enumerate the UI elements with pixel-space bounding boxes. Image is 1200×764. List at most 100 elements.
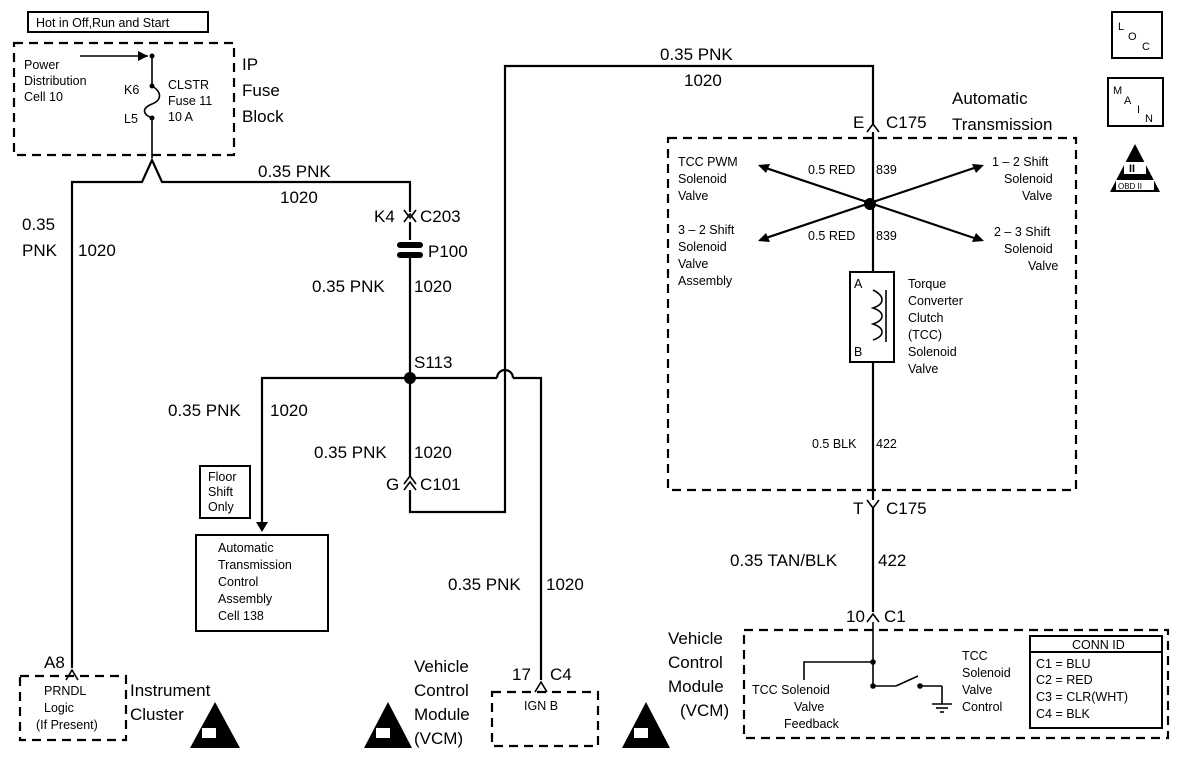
- arrow-icon: [972, 164, 984, 173]
- wire-label-branch-pnk: 0.35 PNK: [168, 401, 241, 420]
- tcc-pwm-3: Valve: [678, 189, 708, 203]
- atca-3: Control: [218, 575, 258, 589]
- wire-label-c175-1020: 1020: [684, 71, 722, 90]
- fb-1: TCC Solenoid: [752, 683, 830, 697]
- l5-label: L5: [124, 112, 138, 126]
- blk-num: 422: [876, 437, 897, 451]
- wire-label-c4-pnk: 0.35 PNK: [448, 575, 521, 594]
- vcm-right-title-3: Module: [668, 677, 724, 696]
- cluster-title-1: Instrument: [130, 681, 211, 700]
- s12-3: Valve: [1022, 189, 1052, 203]
- wire-label-c101-pnk: 0.35 PNK: [314, 443, 387, 462]
- wire-label-p100-pnk: 0.35 PNK: [312, 277, 385, 296]
- tcc-3: Clutch: [908, 311, 943, 325]
- s32-2: Solenoid: [678, 240, 727, 254]
- fuse-block-title-1: IP: [242, 55, 258, 74]
- wire-label-top-pnk: 0.35 PNK: [258, 162, 331, 181]
- trans-title-2: Transmission: [952, 115, 1052, 134]
- c4-pin: 17: [512, 665, 531, 684]
- fuse-block-title-3: Block: [242, 107, 284, 126]
- pdc-label-3: Cell 10: [24, 90, 63, 104]
- s23-2: Solenoid: [1004, 242, 1053, 256]
- c101-connector-icon: [403, 474, 417, 491]
- atca-box: [195, 534, 329, 632]
- wire-label-c101-1020: 1020: [414, 443, 452, 462]
- conn-id-table: CONN ID C1 = BLU C2 = RED C3 = CLR(WHT) …: [1029, 635, 1163, 729]
- floor-shift-2: Shift: [208, 485, 234, 499]
- arrow-icon: [758, 233, 770, 242]
- s32-4: Assembly: [678, 274, 733, 288]
- vcm-mid-outline: [490, 690, 600, 748]
- svg-text:N: N: [1145, 113, 1153, 125]
- wire-branch-left: [260, 376, 410, 528]
- c175-bot-connector-icon: [866, 499, 880, 510]
- c4-connector-icon: [534, 680, 548, 693]
- svg-text:L: L: [1118, 21, 1124, 33]
- c175-top-label: C175: [886, 113, 927, 132]
- floor-shift-box: [199, 465, 251, 519]
- fuse-label-3: 10 A: [168, 110, 194, 124]
- c4-label: C4: [550, 665, 572, 684]
- s23-3: Valve: [1028, 259, 1058, 273]
- ctl-2: Solenoid: [962, 666, 1011, 680]
- cluster-title-2: Cluster: [130, 705, 184, 724]
- tcc-pin-a: A: [854, 277, 863, 291]
- fb-3: Feedback: [784, 717, 840, 731]
- vcm-mid-title-2: Control: [414, 681, 469, 700]
- floor-shift-1: Floor: [208, 470, 236, 484]
- svg-text:C: C: [1142, 41, 1150, 53]
- a8-pin: A8: [44, 653, 65, 672]
- blk-label: 0.5 BLK: [812, 437, 857, 451]
- tcc-6: Valve: [908, 362, 938, 376]
- p100-connector-icon: [397, 242, 423, 248]
- svg-text:A: A: [1124, 95, 1132, 107]
- svg-text:OBD II: OBD II: [1118, 182, 1142, 191]
- p100-label: P100: [428, 242, 468, 261]
- c175-top-connector-icon: [866, 122, 880, 133]
- atca-2: Transmission: [218, 558, 292, 572]
- s32-3: Valve: [678, 257, 708, 271]
- svg-text:I: I: [1137, 104, 1140, 116]
- main-badge[interactable]: M A I N: [1107, 77, 1164, 127]
- svg-text:M: M: [1113, 85, 1122, 97]
- c175-top-pin: E: [853, 113, 864, 132]
- svg-text:O: O: [1128, 31, 1137, 43]
- c1-pin: 10: [846, 607, 865, 626]
- arrow-down-icon: [256, 522, 268, 532]
- coil-icon: [870, 289, 883, 341]
- tcc-pin-b: B: [854, 345, 862, 359]
- tcc-pwm-1: TCC PWM: [678, 155, 738, 169]
- loc-badge[interactable]: L O C: [1111, 11, 1163, 59]
- conn-id-row: C3 = CLR(WHT): [1036, 690, 1128, 704]
- svg-text:II: II: [1129, 163, 1135, 175]
- wire-pnk-1020-to-c175: [408, 64, 875, 514]
- vcm-mid-title-3: Module: [414, 705, 470, 724]
- ground-icon: [932, 703, 952, 713]
- hot-label-box: [27, 11, 209, 33]
- tcc-4: (TCC): [908, 328, 942, 342]
- red-bot-label: 0.5 RED: [808, 229, 855, 243]
- c203-label: C203: [420, 207, 461, 226]
- arrow-icon: [758, 164, 770, 173]
- cluster-outline: [18, 674, 128, 742]
- vcm-mid-title-4: (VCM): [414, 729, 463, 748]
- conn-id-row: C2 = RED: [1036, 673, 1093, 687]
- wire-label-c175-pnk: 0.35 PNK: [660, 45, 733, 64]
- vcm-right-title-2: Control: [668, 653, 723, 672]
- atca-5: Cell 138: [218, 609, 264, 623]
- wire-label-left-1: 0.35: [22, 215, 55, 234]
- fuse-label-2: Fuse 11: [168, 94, 212, 108]
- tcc-2: Converter: [908, 294, 963, 308]
- wire-label-c4-1020: 1020: [546, 575, 584, 594]
- conn-id-row: C1 = BLU: [1036, 657, 1091, 671]
- esd-warning-icon: [622, 702, 670, 748]
- ign-b-label: IGN B: [524, 699, 558, 713]
- conn-id-title: CONN ID: [1072, 638, 1125, 652]
- c1-label: C1: [884, 607, 906, 626]
- esd-warning-icon: [190, 702, 240, 748]
- ctl-1: TCC: [962, 649, 988, 663]
- wire-label-p100-1020: 1020: [414, 277, 452, 296]
- tcc-5: Solenoid: [908, 345, 957, 359]
- cluster-1: PRNDL: [44, 684, 86, 698]
